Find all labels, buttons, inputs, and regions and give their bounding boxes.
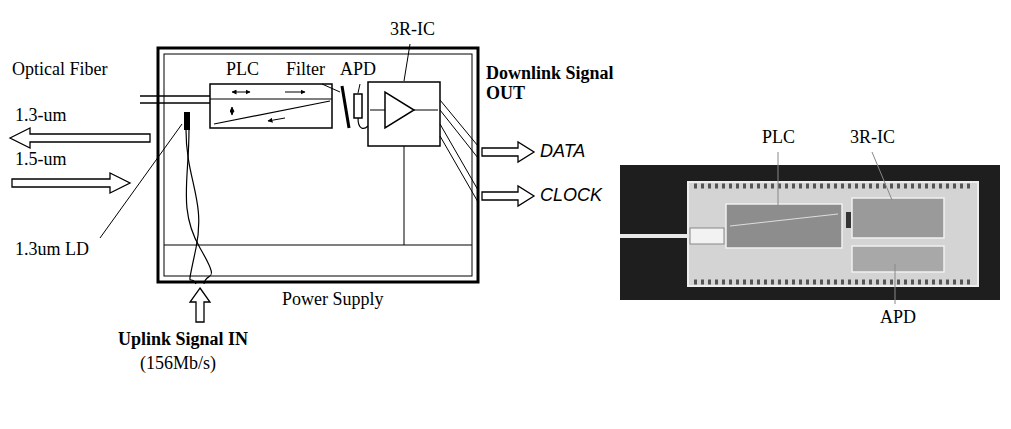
- drawing-part: [404, 146, 405, 245]
- drawing-part: [140, 102, 210, 104]
- apd-element: [354, 94, 362, 118]
- plc-chip: [210, 84, 332, 128]
- laser-diode: [184, 112, 190, 130]
- drawing-part: [482, 186, 534, 206]
- drawing-part: [440, 124, 478, 190]
- drawing-part: [690, 228, 724, 244]
- drawing-part: [482, 142, 534, 162]
- drawing-part: [778, 152, 779, 206]
- drawing-part: [12, 173, 130, 193]
- ic-block: [368, 82, 440, 146]
- drawing-part: [694, 184, 972, 189]
- drawing-part: [872, 152, 892, 200]
- callout-label: APD: [880, 308, 916, 328]
- callout-label: (156Mb/s): [140, 354, 216, 374]
- callout-label: CLOCK: [540, 186, 602, 206]
- bond-wire: [358, 118, 368, 128]
- drawing-part: [370, 110, 385, 111]
- drawing-part: [368, 82, 440, 146]
- signal-arrows: [10, 128, 534, 322]
- filter-element: [342, 86, 349, 128]
- callout-label: Optical Fiber: [12, 60, 107, 80]
- drawing-part: [726, 204, 842, 248]
- drawing-part: [852, 198, 944, 238]
- drawing-part: [210, 98, 332, 99]
- callout-label: Uplink Signal IN: [118, 330, 248, 350]
- callout-label: Power Supply: [282, 290, 384, 310]
- drawing-part: [322, 84, 340, 92]
- drawing-part: [852, 246, 944, 272]
- output-wires: [404, 100, 478, 245]
- drawing-part: [358, 84, 360, 93]
- drawing-part: [186, 130, 211, 284]
- drawing-part: [620, 234, 700, 238]
- drawing-part: [190, 288, 210, 322]
- drawing-part: [895, 264, 896, 304]
- drawing-part: [268, 118, 285, 121]
- drawing-part: [232, 107, 233, 115]
- drawing-part: [404, 44, 410, 81]
- module-housing: [158, 48, 478, 282]
- drawing-part: [620, 165, 1000, 300]
- callout-label: 3R-IC: [390, 20, 435, 40]
- ld-wires: [186, 130, 211, 284]
- drawing-part: [285, 92, 305, 93]
- drawing-part: [164, 245, 472, 246]
- drawing-part: [158, 48, 478, 282]
- drawing-part: [140, 95, 210, 97]
- callout-label: Filter: [286, 60, 325, 80]
- drawing-part: [688, 182, 978, 286]
- drawing-part: [214, 101, 330, 124]
- module-photo: [620, 152, 1000, 304]
- drawing-part: [730, 214, 838, 226]
- drawing-part: [164, 54, 472, 276]
- callout-label: DATA: [540, 142, 585, 162]
- callout-label: 1.5-um: [15, 150, 67, 170]
- callout-label: Downlink Signal OUT: [486, 64, 636, 104]
- drawing-part: [414, 110, 438, 111]
- drawing-part: [10, 128, 150, 148]
- callout-label: 1.3-um: [15, 106, 67, 126]
- drawing-part: [694, 280, 972, 285]
- callout-label: 1.3um LD: [15, 240, 89, 260]
- callout-label: 3R-IC: [850, 128, 895, 148]
- drawing-part: [385, 92, 414, 128]
- drawing-part: [846, 212, 851, 228]
- callout-label: PLC: [762, 128, 795, 148]
- drawing-part: [440, 136, 478, 202]
- optical-fiber: [140, 96, 210, 103]
- drawing-part: [210, 84, 332, 128]
- callout-label: PLC: [226, 60, 259, 80]
- drawing-part: [440, 100, 478, 146]
- drawing-part: [232, 92, 250, 93]
- callout-label: APD: [340, 60, 376, 80]
